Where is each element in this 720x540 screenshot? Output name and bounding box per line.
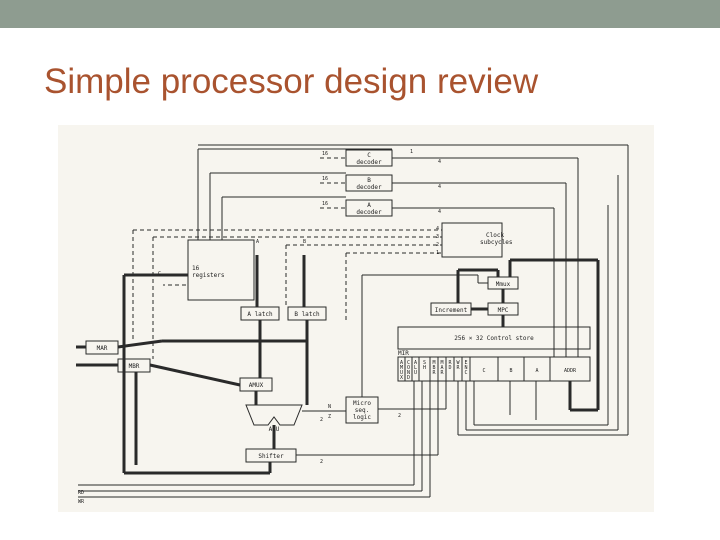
width-16-b: 16 [322,176,328,182]
b-decoder-label-1: B [367,177,371,184]
width-1: 1 [410,149,413,155]
width-4-a: 4 [438,159,441,165]
mir-field-letter: A [414,360,417,366]
mir-field-letter: M [440,360,443,366]
mir-field-letter: L [414,365,417,371]
mir-field-a: A [535,368,538,374]
mir-field-letter: S [423,360,426,366]
width-4-b: 4 [438,184,441,190]
mmux-label: Mmux [496,281,511,288]
mir-field-letter: B [432,365,435,371]
clock-label-1: Clock [486,232,504,239]
clock-box [441,222,503,258]
mir-field-letter: R [432,370,436,376]
mir-field-letter: W [456,360,460,366]
mir-field-letter: D [407,375,410,381]
width-16-c: 16 [322,201,328,207]
mir-label: MIR [398,350,409,357]
mir-field-b: B [509,368,512,374]
micro-seq-label-3: logic [353,414,371,421]
mir-box [397,356,591,382]
mir-field-letter: N [407,370,410,376]
increment-label: Increment [435,307,468,314]
shifter-label: Shifter [258,453,284,460]
mir-field-addr: ADDR [564,368,577,374]
mir-field-c: C [482,368,485,374]
mir-field-letter: M [432,360,435,366]
micro-seq-label-2: seq. [355,407,369,414]
c-decoder-label-2: decoder [356,159,382,166]
alu-label: ALU [269,426,280,433]
mir-field-letter: R [456,365,460,371]
a-latch-label: A latch [247,311,273,318]
width-4-c: 4 [438,209,441,215]
mbr-label: MBR [129,363,140,370]
mir-field-letter: R [440,370,444,376]
mir-field-letter: O [407,365,410,371]
mir-field-letter: U [400,370,403,376]
mir-field-letter: X [400,375,403,381]
registers-label-1: 16 [192,265,200,272]
mpc-label: MPC [498,307,509,314]
clock-label-2: subcycles [480,239,513,246]
alu-shape [245,404,303,426]
bus-b-label: B [303,239,306,245]
micro-seq-label-1: Micro [353,400,371,407]
mir-field-letter: N [464,365,467,371]
top-bar [0,0,720,28]
mir-field-letter: A [440,365,443,371]
registers-label-2: registers [192,272,225,279]
amux-label: AMUX [249,382,264,389]
mir-field-letter: E [464,360,467,366]
mir-field-letter: C [464,370,467,376]
clock-num-2: 2 [436,242,439,248]
mir-field-letter: H [423,365,426,371]
width-2-c: 2 [320,459,323,465]
control-store-box [397,326,591,350]
mir-field-letter: M [400,365,403,371]
a-decoder-label-2: decoder [356,209,382,216]
rd-label: RD [78,490,84,496]
b-decoder-label-2: decoder [356,184,382,191]
processor-diagram: C decoder B decoder A decoder 16 registe… [76,144,629,505]
clock-num-3: 3 [436,234,439,240]
bus-a-label: A [256,239,259,245]
flag-z: Z [328,414,331,420]
flag-n: N [328,404,331,410]
processor-diagram-image: C decoder B decoder A decoder 16 registe… [58,125,654,512]
control-store-label: 256 × 32 Control store [454,335,534,342]
wr-label: WR [78,499,85,505]
a-decoder-label-1: A [367,202,371,209]
mir-field-letter: R [448,360,452,366]
mir-field-letter: U [414,370,417,376]
width-16-a: 16 [322,151,328,157]
registers-box [187,239,255,301]
c-decoder-label-1: C [367,152,371,159]
width-2-b: 2 [398,413,401,419]
width-2-a: 2 [320,417,323,423]
clock-num-1: 1 [436,250,439,256]
slide-title: Simple processor design review [44,62,539,101]
mir-field-letter: D [448,365,451,371]
b-latch-label: B latch [294,311,320,318]
clock-num-4: 4 [436,226,439,232]
mar-label: MAR [97,345,108,352]
mir-field-letter: C [407,360,410,366]
mir-field-letter: A [400,360,403,366]
bus-c-label: C [158,271,161,277]
